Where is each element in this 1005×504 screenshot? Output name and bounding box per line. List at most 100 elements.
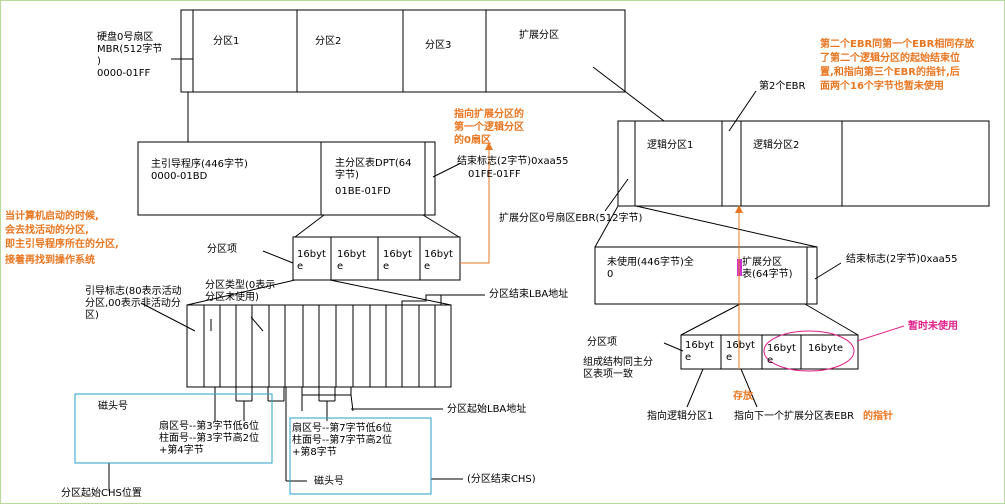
entry-to-fields-left bbox=[186, 279, 296, 306]
entry-cell-3-a: 16byt bbox=[383, 249, 412, 260]
entry-cell-4-a: 16byt bbox=[424, 249, 453, 260]
startup-note-2: 会去找活动的分区, bbox=[5, 225, 89, 236]
end-cylinder-label-1: 柱面号--第7字节高2位 bbox=[292, 435, 392, 446]
entry-cell-1-a: 16byt bbox=[297, 249, 326, 260]
end-mark-range: 01FE-01FF bbox=[468, 169, 521, 180]
ptr-logical-label: 指向逻辑分区1 bbox=[647, 411, 714, 422]
dpt-to-entries-line-right bbox=[422, 214, 460, 238]
second-ebr-note-2: 了第二个逻辑分区的起始结束位 bbox=[820, 53, 960, 64]
main-boot-title: 主引导程序(446字节) bbox=[151, 159, 248, 170]
ebr-cell-2-a: 16byt bbox=[726, 340, 755, 351]
ext-pointer-arrow bbox=[460, 142, 493, 264]
mbr-range: 0000-01FF bbox=[97, 68, 151, 79]
ebr-cell-1-a: 16byt bbox=[685, 340, 714, 351]
start-sector-label: 扇区号--第3字节低6位 bbox=[159, 421, 259, 432]
ebr-to-detail-right bbox=[635, 205, 818, 248]
second-ebr-note-1: 第二个EBR同第一个EBR相同存放 bbox=[820, 39, 975, 50]
start-head-label: 磁头号 bbox=[98, 401, 128, 412]
entry-cell-2-b: e bbox=[337, 261, 344, 272]
start-chs-box bbox=[74, 393, 273, 464]
ext-pointer-note-3: 的0扇区 bbox=[454, 135, 491, 146]
unused-note: 暂时未使用 bbox=[908, 321, 958, 332]
second-ebr-pointer bbox=[728, 90, 757, 132]
second-ebr-note-4: 面两个16个字节也暂未使用 bbox=[820, 81, 944, 92]
ext-pointer-note-2: 第一个逻辑分区 bbox=[454, 122, 524, 133]
ebr-cell-3-b: e bbox=[767, 355, 774, 366]
ext-table-to-entries-right bbox=[804, 303, 859, 336]
boot-flag-label: 引导标志(80表示活动分区,00表示非活动分区) bbox=[85, 286, 182, 321]
dpt-to-entries-line-left bbox=[294, 214, 325, 238]
end-mark-label: 结束标志(2字节)0xaa55 bbox=[457, 156, 569, 167]
ext-table-label-2: 表(64字节) bbox=[742, 269, 793, 280]
mbr-sector-title: 硬盘0号扇区 bbox=[97, 32, 154, 43]
ext-table-to-entries-left bbox=[680, 303, 741, 336]
ebr-cell-3-a: 16byt bbox=[767, 343, 796, 354]
end-cylinder-label-2: +第8字节 bbox=[292, 447, 337, 458]
end-lba-label: 分区结束LBA地址 bbox=[489, 289, 569, 300]
ptr-next-ebr-suffix: 的指针 bbox=[863, 411, 893, 422]
extended-strip bbox=[617, 120, 990, 207]
mbr-size-label: MBR(512字节 bbox=[97, 44, 163, 55]
main-boot-range: 0000-01BD bbox=[151, 171, 208, 182]
partition-type-label: 分区类型(0表示分区未使用) bbox=[205, 280, 276, 303]
end-chs-box bbox=[289, 417, 432, 495]
ebr-to-detail-left bbox=[594, 205, 619, 248]
partition-2-label: 分区2 bbox=[315, 36, 342, 47]
end-head-label: 磁头号 bbox=[314, 476, 344, 487]
start-cylinder-label-2: +第4字节 bbox=[159, 445, 204, 456]
startup-note-4: 接着再找到操作系统 bbox=[5, 255, 95, 266]
ptr-next-ebr-label: 指向下一个扩展分区表EBR bbox=[734, 411, 855, 422]
entry-cell-2-a: 16byt bbox=[337, 249, 366, 260]
dpt-title-2: 字节) bbox=[335, 170, 359, 181]
ebr-sector-label: 扩展分区0号扇区EBR(512字节) bbox=[499, 213, 643, 224]
startup-note-1: 当计算机启动的时候, bbox=[5, 211, 99, 222]
boot-box bbox=[137, 141, 436, 216]
field-pointers bbox=[108, 294, 485, 491]
entry-cell-1-b: e bbox=[297, 261, 304, 272]
unused-pointer bbox=[856, 325, 905, 342]
start-chs-label: 分区起始CHS位置 bbox=[61, 488, 142, 499]
second-ebr-note-3: 置,和指向第三个EBR的指针,后 bbox=[820, 67, 960, 78]
entry-to-fields-right bbox=[329, 279, 452, 306]
ebr-same-structure-1: 组成结构同主分 bbox=[583, 357, 653, 368]
end-sector-label: 扇区号--第7字节低6位 bbox=[292, 423, 392, 434]
extended-partition-label: 扩展分区 bbox=[519, 30, 559, 41]
start-cylinder-label-1: 柱面号--第3字节高2位 bbox=[159, 433, 259, 444]
unused-entries-ellipse bbox=[763, 330, 855, 372]
ebr-cell-1-b: e bbox=[685, 352, 692, 363]
ptr-logical-line bbox=[686, 368, 704, 408]
ebr-entries-label-pointer bbox=[663, 342, 684, 352]
startup-note-3: 即主引导程序所在的分区, bbox=[5, 239, 119, 250]
ext-table-label-1: 扩展分区 bbox=[742, 257, 782, 268]
logical-partition-1-label: 逻辑分区1 bbox=[647, 140, 694, 151]
dpt-range: 01BE-01FD bbox=[335, 186, 391, 197]
partition-1-label: 分区1 bbox=[213, 36, 240, 47]
ext-end-mark-label: 结束标志(2字节)0xaa55 bbox=[846, 254, 958, 265]
field-strip bbox=[186, 304, 452, 388]
entries-row bbox=[292, 236, 461, 281]
ext-end-pointer bbox=[814, 262, 842, 280]
entries-label-pointer bbox=[262, 250, 294, 264]
logical-partition-2-label: 逻辑分区2 bbox=[753, 140, 800, 151]
entry-cell-3-b: e bbox=[383, 261, 390, 272]
ebr-entries-row bbox=[680, 334, 859, 370]
ebr-cell-4-a: 16byte bbox=[808, 343, 844, 354]
ebr-same-structure-2: 区表项一致 bbox=[583, 369, 633, 380]
mbr-size-close: ) bbox=[97, 56, 101, 67]
store-note: 存放 bbox=[733, 391, 753, 402]
ptr-next-line bbox=[740, 368, 758, 408]
entries-label: 分区项 bbox=[207, 244, 237, 255]
extended-to-logical-line bbox=[592, 66, 665, 122]
mbr-strip bbox=[180, 9, 626, 93]
partition-3-label: 分区3 bbox=[425, 40, 452, 51]
ebr-cell-2-b: e bbox=[726, 352, 733, 363]
dpt-title-1: 主分区表DPT(64 bbox=[335, 158, 412, 169]
ext-pointer-note-1: 指向扩展分区的 bbox=[454, 109, 524, 120]
start-lba-label: 分区起始LBA地址 bbox=[447, 404, 527, 415]
ebr-label-pointer bbox=[604, 178, 629, 212]
second-ebr-label: 第2个EBR bbox=[759, 81, 806, 92]
ebr-entries-label: 分区项 bbox=[587, 337, 617, 348]
ebr-unused-label-1: 未使用(446字节)全 bbox=[607, 257, 694, 268]
